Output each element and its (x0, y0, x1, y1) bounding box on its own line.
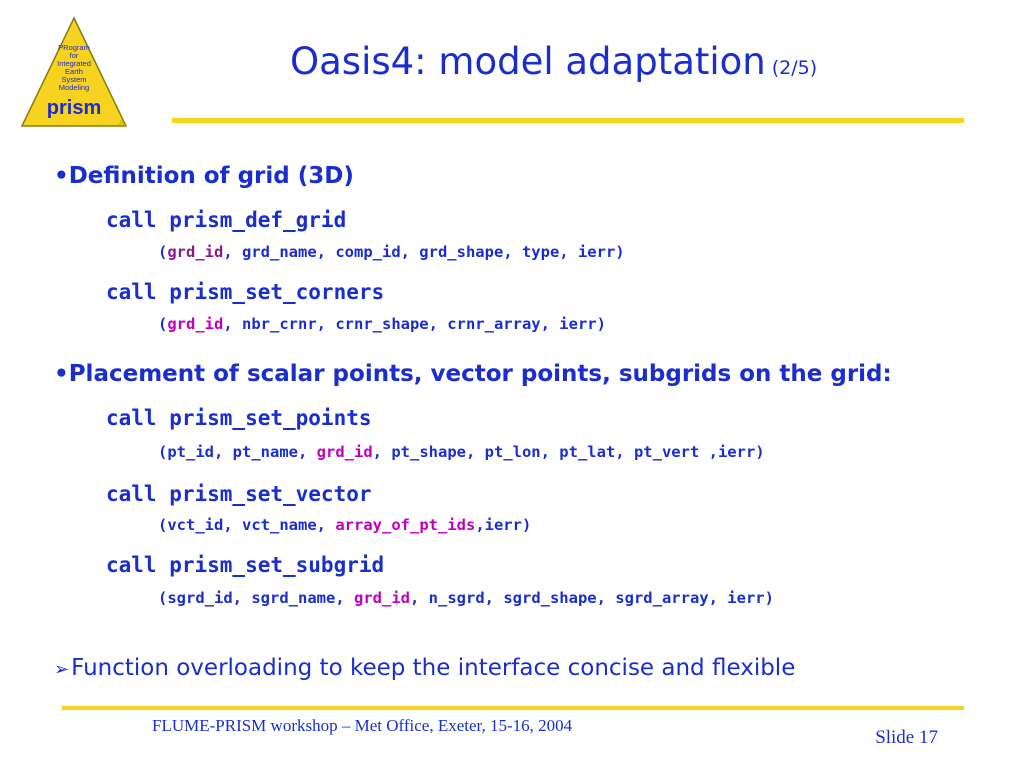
arg-first: vct_id (167, 516, 224, 534)
footer-divider (62, 706, 964, 710)
args-def-grid: (grd_id, grd_name, comp_id, grd_shape, t… (158, 243, 625, 261)
conclusion-bullet: ➢Function overloading to keep the interf… (54, 655, 795, 681)
args-set-corners: (grd_id, nbr_crnr, crnr_shape, crnr_arra… (158, 315, 606, 333)
call-set-vector: call prism_set_vector (106, 482, 372, 506)
arg-highlight: array_of_pt_ids (335, 516, 476, 534)
call-set-points: call prism_set_points (106, 406, 372, 430)
logo-line: for (70, 51, 79, 60)
logo-line: System (61, 75, 86, 84)
slide-number: Slide 17 (875, 727, 938, 748)
logo-wordmark: prism (47, 97, 101, 119)
logo-line: Modeling (59, 83, 89, 92)
arg-highlight: grd_id (354, 589, 410, 607)
slide-title-main: Oasis4: model adaptation (290, 40, 766, 83)
bullet-placement: •Placement of scalar points, vector poin… (54, 361, 892, 387)
logo-shadow (78, 26, 126, 126)
arg-highlight: grd_id (316, 443, 373, 461)
slide-title: Oasis4: model adaptation(2/5) (290, 40, 817, 83)
logo-line: Earth (65, 67, 83, 76)
args-set-subgrid: (sgrd_id, sgrd_name, grd_id, n_sgrd, sgr… (158, 589, 774, 607)
call-def-grid: call prism_def_grid (106, 208, 347, 232)
logo-line: PRogram (58, 43, 90, 52)
slide-title-sub: (2/5) (771, 57, 818, 79)
arg-first: sgrd_id (167, 589, 233, 607)
arg-highlight: grd_id (167, 315, 224, 333)
bullet-grid-definition: •Definition of grid (3D) (54, 163, 354, 189)
args-set-points: (pt_id, pt_name, grd_id, pt_shape, pt_lo… (158, 443, 765, 461)
args-set-vector: (vct_id, vct_name, array_of_pt_ids,ierr) (158, 516, 532, 534)
logo-line: Integrated (57, 59, 91, 68)
arg-first: pt_id (167, 443, 215, 461)
conclusion-text: Function overloading to keep the interfa… (71, 655, 796, 681)
call-set-subgrid: call prism_set_subgrid (106, 553, 385, 577)
prism-logo: PRogram for Integrated Earth System Mode… (20, 16, 128, 127)
arg-highlight: grd_id (167, 243, 224, 261)
arrow-bullet-icon: ➢ (54, 659, 70, 680)
call-set-corners: call prism_set_corners (106, 280, 385, 304)
footer-text: FLUME-PRISM workshop – Met Office, Exete… (152, 716, 573, 735)
title-divider (172, 118, 964, 123)
